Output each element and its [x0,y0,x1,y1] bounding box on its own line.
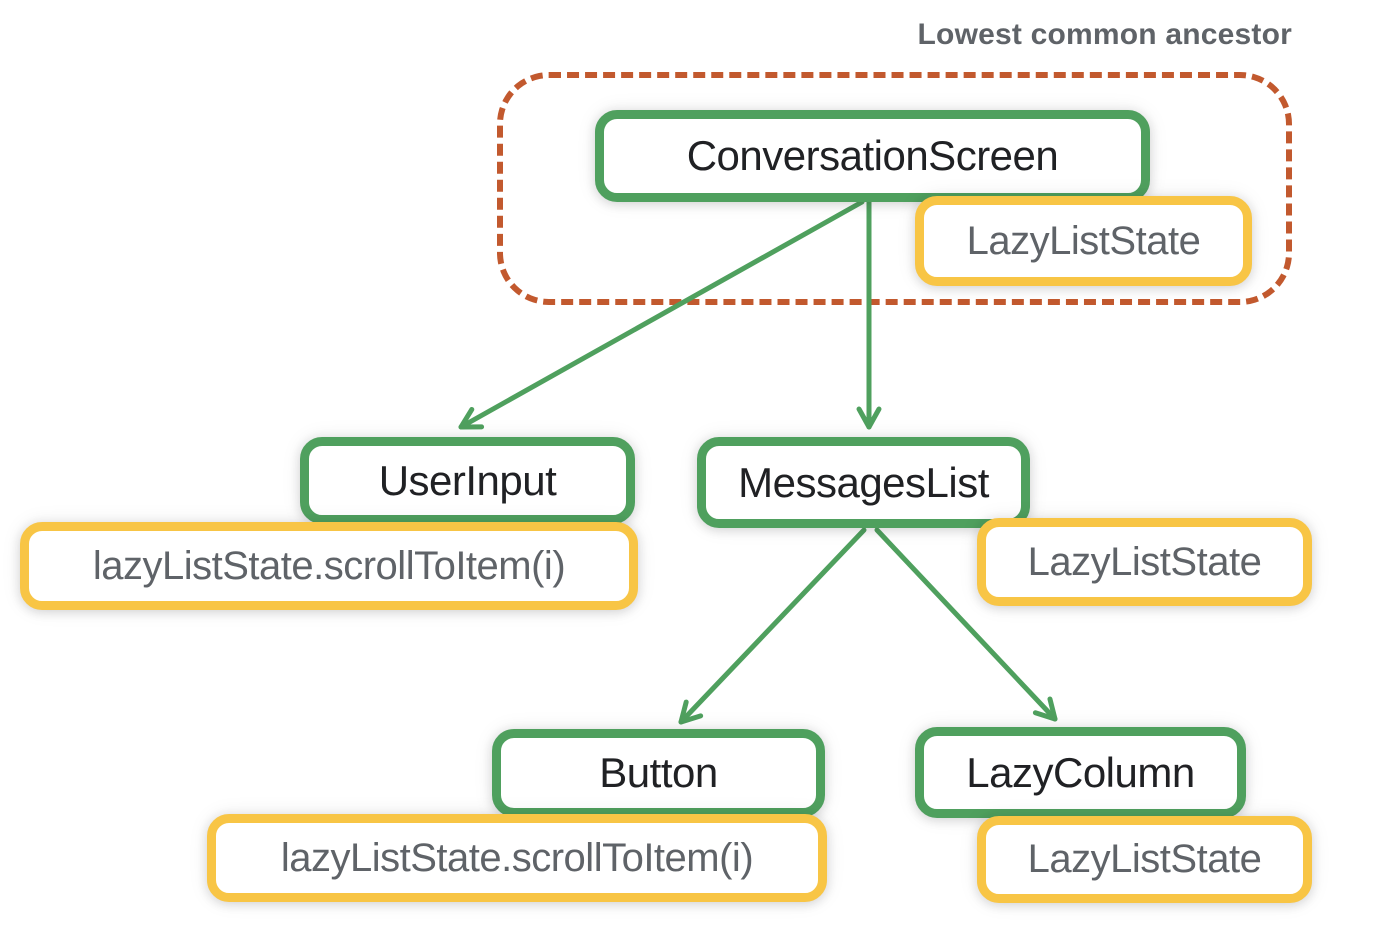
state-badge-lazycolumn-lazyliststate: LazyListState [977,816,1312,903]
node-lazy-column: LazyColumn [915,727,1246,818]
state-badge-conversation-lazyliststate: LazyListState [915,196,1252,286]
call-badge-button-scrolltoitem: lazyListState.scrollToItem(i) [207,814,827,902]
state-badge-messageslist-lazyliststate: LazyListState [977,518,1312,606]
lowest-common-ancestor-label: Lowest common ancestor [917,18,1292,51]
node-user-input: UserInput [300,437,635,524]
lowest-common-ancestor-outline [497,72,1292,305]
edge-messageslist-to-button [678,527,867,725]
node-button: Button [492,729,825,817]
node-conversation-screen: ConversationScreen [595,110,1150,202]
node-messages-list: MessagesList [697,437,1030,528]
call-badge-userinput-scrolltoitem: lazyListState.scrollToItem(i) [20,522,638,610]
